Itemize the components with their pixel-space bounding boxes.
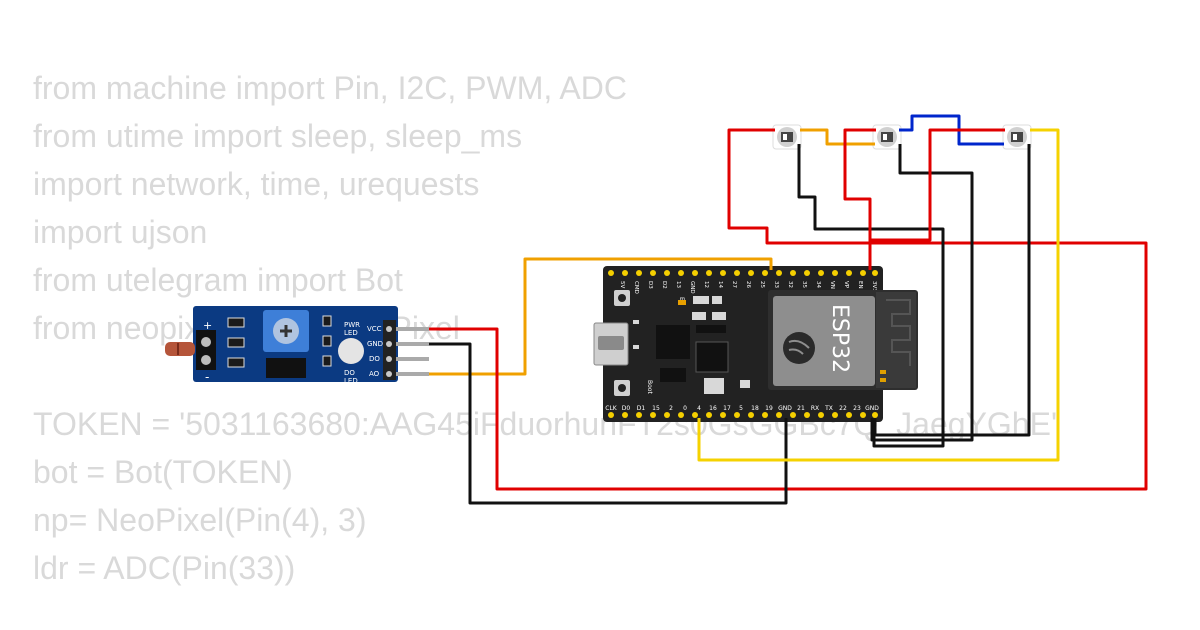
pwr-led-label: PWR xyxy=(344,321,360,329)
ldr-module[interactable]: + - PWR LED DO LED VCC GN xyxy=(165,306,429,385)
usb-uart-chip xyxy=(656,325,690,359)
code-line: from machine import Pin, I2C, PWM, ADC xyxy=(33,70,627,106)
svg-text:32: 32 xyxy=(787,281,793,288)
esp32-top-pin-labels: 3V3 EN VP VN 34 35 32 33 25 26 27 14 12 … xyxy=(619,281,877,294)
do-led-label: DO xyxy=(344,369,355,377)
svg-text:TX: TX xyxy=(824,405,833,412)
esp32-bottom-pin-labels: CLK D0 D1 15 2 0 4 16 17 5 18 19 GND 21 … xyxy=(605,405,879,412)
svg-text:33: 33 xyxy=(773,281,779,288)
svg-text:EN: EN xyxy=(857,281,863,289)
neopixel-3[interactable] xyxy=(1002,124,1032,150)
svg-text:26: 26 xyxy=(745,281,751,288)
neopixel-2[interactable] xyxy=(872,124,902,150)
boot-label: Boot xyxy=(646,380,653,394)
svg-text:23: 23 xyxy=(853,405,861,412)
svg-text:14: 14 xyxy=(717,281,723,288)
svg-text:35: 35 xyxy=(801,281,807,288)
svg-text:15: 15 xyxy=(652,405,660,412)
svg-text:18: 18 xyxy=(751,405,759,412)
wires xyxy=(429,114,1148,505)
wire-np2-red xyxy=(843,128,876,243)
svg-text:17: 17 xyxy=(723,405,731,412)
svg-text:12: 12 xyxy=(703,281,709,288)
wire-np3-red xyxy=(870,128,1005,242)
wire-np3-yellow xyxy=(697,128,1060,462)
wire-np1-black xyxy=(797,144,945,448)
wire-gnd-black xyxy=(429,342,788,505)
svg-text:27: 27 xyxy=(731,281,737,288)
code-line: import ujson xyxy=(33,214,208,250)
svg-text:CLK: CLK xyxy=(605,405,618,412)
esp32-chip-label: ESP32 xyxy=(827,304,852,373)
svg-text:5: 5 xyxy=(739,405,743,412)
svg-text:LED: LED xyxy=(344,377,358,385)
svg-text:5V: 5V xyxy=(619,281,625,288)
svg-text:3V3: 3V3 xyxy=(871,281,877,292)
pin-label-vcc: VCC xyxy=(367,325,382,333)
svg-text:CMD: CMD xyxy=(633,281,639,294)
ldr-plus-label: + xyxy=(203,319,212,332)
comparator-chip xyxy=(266,358,306,378)
svg-text:0: 0 xyxy=(683,405,687,412)
svg-text:19: 19 xyxy=(765,405,773,412)
wire-ao-orange xyxy=(429,257,773,376)
wire-np2-black xyxy=(870,144,974,442)
neopixel-1[interactable] xyxy=(772,124,802,150)
svg-text:RX: RX xyxy=(811,405,819,412)
svg-text:34: 34 xyxy=(815,281,821,288)
svg-text:D3: D3 xyxy=(647,281,653,289)
ldr-minus-label: - xyxy=(205,370,209,384)
svg-text:D0: D0 xyxy=(622,405,631,412)
resistor xyxy=(227,357,245,368)
antenna-trace xyxy=(886,299,911,366)
wire-np1-np2-orange xyxy=(800,128,875,146)
svg-text:GND: GND xyxy=(778,405,792,412)
code-line: from utime import sleep, sleep_ms xyxy=(33,118,523,154)
svg-text:VN: VN xyxy=(829,281,835,289)
pin-label-ao: AO xyxy=(369,370,380,378)
pwr-led xyxy=(338,338,364,364)
wire-np3-black xyxy=(873,144,1031,437)
svg-text:21: 21 xyxy=(797,405,805,412)
code-line: np= NeoPixel(Pin(4), 3) xyxy=(33,502,367,538)
resistor xyxy=(227,317,245,328)
wire-np2-np3-blue xyxy=(899,114,1004,146)
svg-text:4: 4 xyxy=(697,405,701,412)
svg-text:GND: GND xyxy=(689,281,695,294)
svg-text:LED: LED xyxy=(344,329,358,337)
resistor xyxy=(227,337,245,348)
espressif-logo xyxy=(783,332,815,364)
svg-text:16: 16 xyxy=(709,405,717,412)
svg-text:D1: D1 xyxy=(637,405,646,412)
svg-text:2: 2 xyxy=(669,405,673,412)
esp32-bottom-header xyxy=(608,412,878,418)
svg-text:D2: D2 xyxy=(661,281,667,289)
pin-label-do: DO xyxy=(369,355,380,363)
wire-np1-red xyxy=(727,128,870,245)
svg-text:13: 13 xyxy=(675,281,681,288)
code-line: from utelegram import Bot xyxy=(33,262,403,298)
ldr-pin-header xyxy=(383,320,396,380)
code-line: ldr = ADC(Pin(33)) xyxy=(33,550,296,586)
voltage-regulator xyxy=(695,341,729,373)
esp32-board[interactable]: 3V3 EN VP VN 34 35 32 33 25 26 27 14 12 … xyxy=(593,266,918,422)
pin-label-gnd: GND xyxy=(367,340,383,348)
code-line: bot = Bot(TOKEN) xyxy=(33,454,293,490)
svg-text:25: 25 xyxy=(759,281,765,288)
code-line: import network, time, urequests xyxy=(33,166,480,202)
svg-text:VP: VP xyxy=(843,281,849,289)
svg-text:22: 22 xyxy=(839,405,847,412)
photoresistor xyxy=(165,342,195,356)
svg-text:GND: GND xyxy=(865,405,879,412)
esp32-top-header xyxy=(608,270,878,276)
